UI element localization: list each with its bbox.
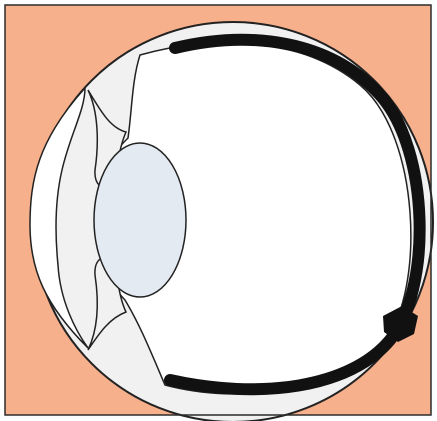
lens (94, 143, 186, 297)
